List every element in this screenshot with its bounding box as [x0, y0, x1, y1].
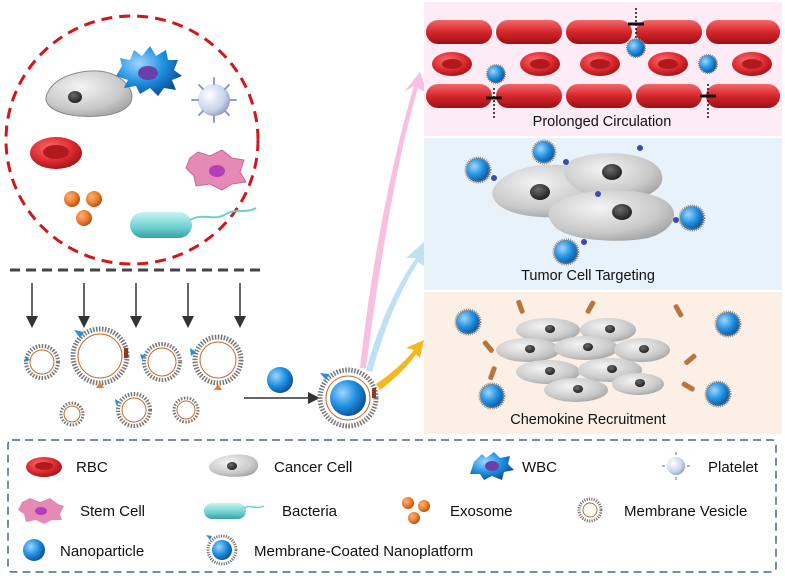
panel-recruitment-label: Chemokine Recruitment: [510, 412, 666, 428]
legend-label-rbc: RBC: [76, 459, 108, 476]
membrane-vesicle: [140, 342, 182, 382]
arrow-to-circulation: [360, 72, 428, 368]
tumor-cells: [492, 153, 675, 241]
membrane-vesicles: [24, 326, 244, 428]
arrow-to-targeting: [366, 242, 424, 372]
legend-label-nanoparticle: Nanoparticle: [60, 543, 144, 560]
cancer-cell: [45, 70, 133, 117]
legend-icon-platelet: [662, 452, 690, 480]
legend-icon-stem-cell: [18, 498, 64, 524]
legend-icon-cancer-cell: [209, 454, 259, 477]
membrane-vesicle: [70, 326, 130, 388]
targeting-nanoplatforms: [464, 139, 706, 266]
legend-label-wbc: WBC: [522, 459, 557, 476]
legend-icon-wbc: [470, 452, 514, 480]
recruited-nanoplatforms: [454, 308, 742, 410]
legend-label-coated-nanoplatform: Membrane-Coated Nanoplatform: [254, 543, 473, 560]
bacteria: [130, 207, 257, 238]
legend-icon-rbc: [26, 457, 62, 477]
nanoparticle: [267, 367, 293, 393]
escape-arrows: [486, 8, 716, 120]
extraction-arrows: [26, 283, 246, 328]
legend-label-platelet: Platelet: [708, 459, 759, 476]
circulating-rbcs: [432, 52, 772, 76]
legend-label-membrane-vesicle: Membrane Vesicle: [624, 503, 747, 520]
legend-icon-exosome: [402, 497, 430, 524]
legend-label-bacteria: Bacteria: [282, 503, 338, 520]
membrane-vesicle: [59, 401, 85, 427]
arrow-to-recruitment: [376, 340, 424, 390]
legend-icon-nanoparticle: [23, 539, 45, 561]
legend-label-cancer-cell: Cancer Cell: [274, 459, 352, 476]
rbc: [30, 137, 82, 169]
wbc: [116, 46, 182, 96]
legend-icon-membrane-vesicle: [577, 497, 603, 523]
panel-targeting-label: Tumor Cell Targeting: [521, 268, 655, 284]
tumor-cluster: [496, 318, 670, 402]
membrane-vesicle: [24, 344, 60, 380]
cell-source-circle: [4, 14, 260, 266]
panel-circulation-label: Prolonged Circulation: [533, 114, 672, 130]
legend-box: [7, 439, 777, 573]
chemokines: [482, 299, 697, 392]
legend-label-exosome: Exosome: [450, 503, 513, 520]
exosome: [64, 191, 102, 226]
circulating-nanoplatforms: [486, 38, 718, 84]
coated-nanoplatform: [317, 367, 379, 429]
blood-vessel-wall-bottom: [426, 84, 780, 108]
membrane-vesicle: [172, 396, 200, 424]
membrane-vesicle: [190, 334, 244, 390]
platelet: [191, 77, 237, 123]
legend-icon-bacteria: [204, 503, 265, 519]
stem-cell: [185, 149, 247, 191]
targeting-ligands: [491, 145, 679, 245]
legend-label-stem-cell: Stem Cell: [80, 503, 145, 520]
legend-icon-coated-nanoplatform: [206, 534, 238, 566]
blood-vessel-wall-top: [426, 20, 780, 44]
membrane-vesicle: [115, 392, 152, 428]
